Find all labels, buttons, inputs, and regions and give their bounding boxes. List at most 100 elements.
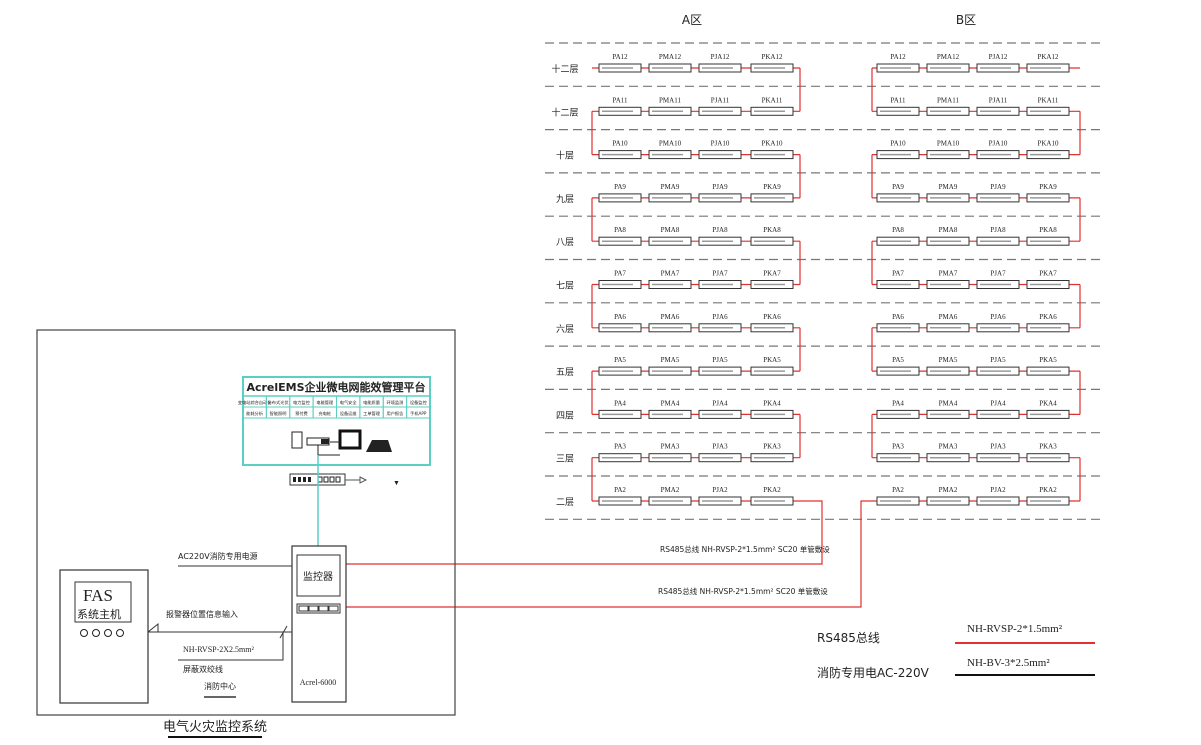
device-label: PKA10	[761, 140, 783, 148]
device-label: PMA9	[661, 183, 680, 191]
device-label: PA7	[892, 270, 904, 278]
printer-icon	[366, 440, 392, 452]
device-label: PJA4	[712, 399, 728, 407]
monitor-model: Acrel-6000	[300, 678, 336, 687]
device-label: PMA12	[937, 53, 960, 61]
device-label: PJA11	[989, 96, 1008, 104]
zone-a-title: A区	[682, 13, 702, 27]
device-label: PMA2	[939, 486, 958, 494]
device-label: PJA9	[712, 183, 728, 191]
device-label: PMA7	[939, 270, 958, 278]
device-label: PA12	[890, 53, 906, 61]
device-label: PKA8	[1039, 226, 1057, 234]
platform-module-row1: 设备监控	[410, 399, 428, 406]
server-icon	[291, 431, 303, 449]
device-label: PMA8	[661, 226, 680, 234]
monitor-unit[interactable]: 监控器 Acrel-6000	[291, 545, 347, 703]
floor-label: 二层	[556, 497, 574, 508]
device-label: PJA8	[990, 226, 1006, 234]
device-label: PKA5	[763, 356, 781, 364]
device-label: PMA6	[661, 313, 680, 321]
fas-host[interactable]: FAS 系统主机	[59, 569, 149, 704]
device-label: PKA12	[761, 53, 783, 61]
device-label: PJA3	[712, 443, 728, 451]
bus-exit-b	[346, 500, 872, 608]
device-label: PA4	[892, 399, 904, 407]
device-label: PKA8	[763, 226, 781, 234]
device-label: PA3	[614, 443, 626, 451]
platform-module-row2: 手机APP	[410, 410, 427, 417]
device-label: PJA12	[989, 53, 1008, 61]
fas-title: FAS	[83, 586, 113, 605]
device-label: PJA6	[990, 313, 1006, 321]
device-label: PA9	[892, 183, 904, 191]
platform-module-row2: 设备运维	[340, 410, 357, 417]
device-label: PKA12	[1037, 53, 1059, 61]
device-label: PJA5	[712, 356, 728, 364]
device-label: PA10	[612, 140, 628, 148]
floor-label: 七层	[556, 281, 574, 292]
platform-module-row2: 工单管理	[363, 410, 381, 417]
device-label: PJA10	[711, 140, 730, 148]
device-label: PKA2	[1039, 486, 1057, 494]
floor-label: 十二层	[551, 106, 578, 118]
device-label: PMA10	[659, 140, 682, 148]
device-label: PMA8	[939, 226, 958, 234]
device-label: PMA10	[937, 140, 960, 148]
device-label: PMA9	[939, 183, 958, 191]
device-label: PKA3	[1039, 443, 1057, 451]
platform-module-row2: 充电桩	[319, 410, 332, 417]
device-label: PA6	[892, 313, 904, 321]
wireless-icon: ▼	[393, 479, 400, 487]
device-label: PJA11	[711, 96, 730, 104]
device-label: PKA6	[763, 313, 781, 321]
floor-label: 八层	[556, 237, 574, 248]
platform-module-row2: 能耗分析	[246, 410, 263, 417]
fas-subtitle: 系统主机	[77, 607, 121, 621]
floor-label: 五层	[556, 367, 574, 378]
device-label: PKA2	[763, 486, 781, 494]
device-label: PA11	[890, 96, 906, 104]
device-label: PKA7	[763, 270, 781, 278]
device-label: PJA9	[990, 183, 1006, 191]
device-label: PMA6	[939, 313, 958, 321]
floor-label: 三层	[556, 454, 574, 465]
device-label: PA8	[614, 226, 626, 234]
system-title: 电气火灾监控系统	[163, 719, 267, 735]
device-label: PMA3	[939, 443, 958, 451]
legend-power-spec: NH-BV-3*2.5mm²	[967, 657, 1050, 669]
device-label: PA2	[614, 486, 626, 494]
device-label: PJA8	[712, 226, 728, 234]
device-label: PA5	[614, 356, 626, 364]
floor-label: 九层	[556, 194, 574, 205]
platform-module-row1: 电能管理	[316, 399, 334, 406]
device-label: PA7	[614, 270, 626, 278]
device-label: PJA7	[990, 270, 1006, 278]
device-label: PMA12	[659, 53, 682, 61]
energy-platform: AcrelEMS企业微电网能效管理平台 变电站综合自动化分布式光伏电力监控电能管…	[238, 376, 431, 466]
device-label: PMA11	[659, 96, 681, 104]
device-label: PKA4	[1039, 399, 1057, 407]
bus-label-a: RS485总线 NH-RVSP-2*1.5mm² SC20 单管敷设	[660, 544, 830, 554]
center-label: 消防中心	[204, 681, 236, 691]
device-label: PMA11	[937, 96, 959, 104]
device-label: PA10	[890, 140, 906, 148]
device-label: PA2	[892, 486, 904, 494]
platform-title: AcrelEMS企业微电网能效管理平台	[246, 380, 425, 394]
device-label: PJA12	[711, 53, 730, 61]
device-label: PKA6	[1039, 313, 1057, 321]
device-label: PMA3	[661, 443, 680, 451]
device-label: PA8	[892, 226, 904, 234]
device-label: PKA4	[763, 399, 781, 407]
floor-label: 十二层	[551, 63, 578, 75]
device-label: PJA2	[990, 486, 1006, 494]
device-label: PJA5	[990, 356, 1006, 364]
platform-module-row2: 预付费	[295, 410, 308, 417]
platform-module-row1: 电能质量	[363, 399, 380, 406]
legend: RS485总线 NH-RVSP-2*1.5mm² 消防专用电AC-220V NH…	[817, 623, 1095, 680]
device-label: PA9	[614, 183, 626, 191]
floor-label: 四层	[556, 410, 574, 421]
device-label: PMA4	[661, 399, 680, 407]
